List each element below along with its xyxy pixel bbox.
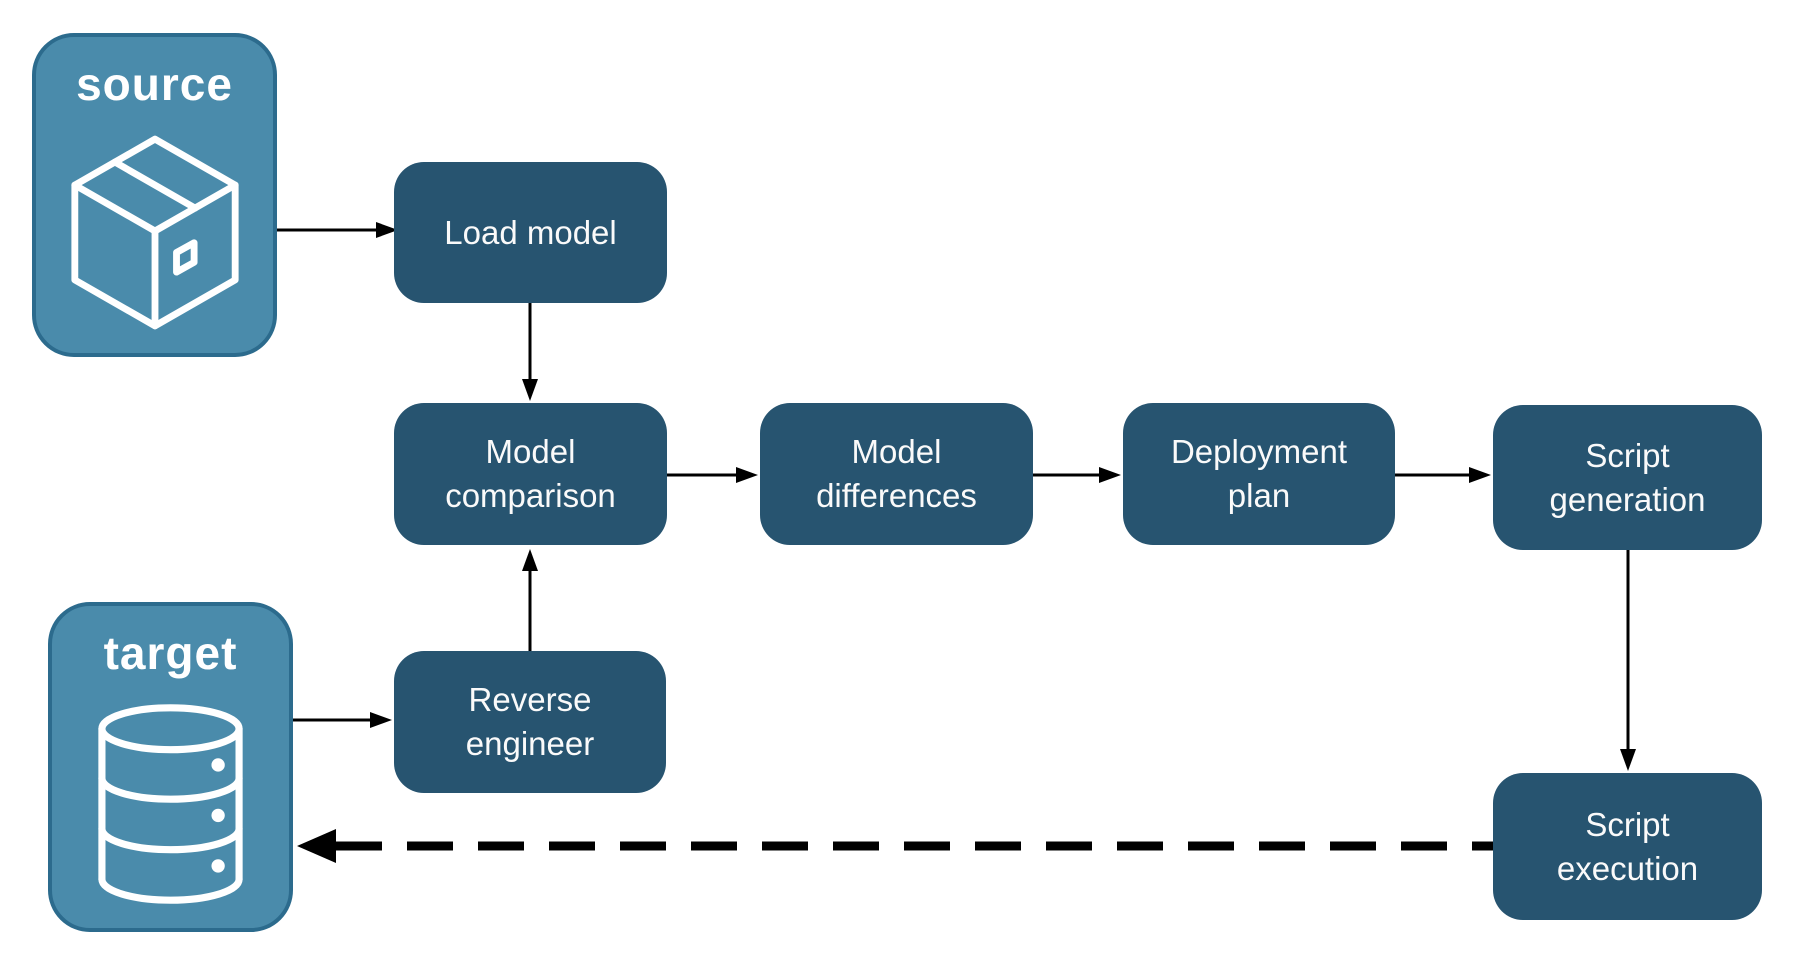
package-icon xyxy=(70,135,239,330)
edge-load-model-to-model-comparison xyxy=(522,303,538,401)
edge-model-differences-to-deployment-plan xyxy=(1033,467,1121,483)
node-label-line: execution xyxy=(1556,849,1699,887)
node-label-line: Script xyxy=(1585,805,1670,843)
node-label-line: Load model xyxy=(444,213,617,251)
edge-script-generation-to-script-execution xyxy=(1620,550,1636,771)
edge-target-to-reverse-engineer xyxy=(293,712,392,728)
node-model-differences: Model differences xyxy=(760,403,1033,545)
node-label-line: Reverse xyxy=(468,681,592,718)
node-label-line: Model xyxy=(485,433,576,470)
edge-reverse-engineer-to-model-comparison xyxy=(522,549,538,651)
edge-source-to-load-model xyxy=(277,222,398,238)
edge-script-execution-to-target-dashed xyxy=(297,829,1493,863)
node-label-line: plan xyxy=(1227,477,1291,514)
edge-model-comparison-to-model-differences xyxy=(667,467,758,483)
node-model-comparison: Model comparison xyxy=(394,403,667,545)
node-label-line: Model xyxy=(851,433,942,470)
node-label-line: Deployment xyxy=(1170,433,1348,470)
node-label-line: generation xyxy=(1549,480,1706,518)
node-label-line: differences xyxy=(816,477,977,514)
database-icon xyxy=(98,704,243,904)
container-target: target xyxy=(48,602,293,932)
target-icon-wrap xyxy=(52,680,289,928)
node-label-line: Script xyxy=(1585,436,1670,474)
node-reverse-engineer: Reverse engineer xyxy=(394,651,666,793)
source-label: source xyxy=(76,58,233,110)
node-script-execution: Script execution xyxy=(1493,773,1762,920)
source-icon-wrap xyxy=(36,111,273,353)
container-source: source xyxy=(32,33,277,357)
target-label: target xyxy=(103,627,238,679)
edge-deployment-plan-to-script-generation xyxy=(1395,467,1491,483)
node-label-line: engineer xyxy=(465,725,595,762)
node-label-line: comparison xyxy=(445,477,616,514)
node-deployment-plan: Deployment plan xyxy=(1123,403,1395,545)
node-load-model: Load model xyxy=(394,162,667,303)
node-script-generation: Script generation xyxy=(1493,405,1762,550)
